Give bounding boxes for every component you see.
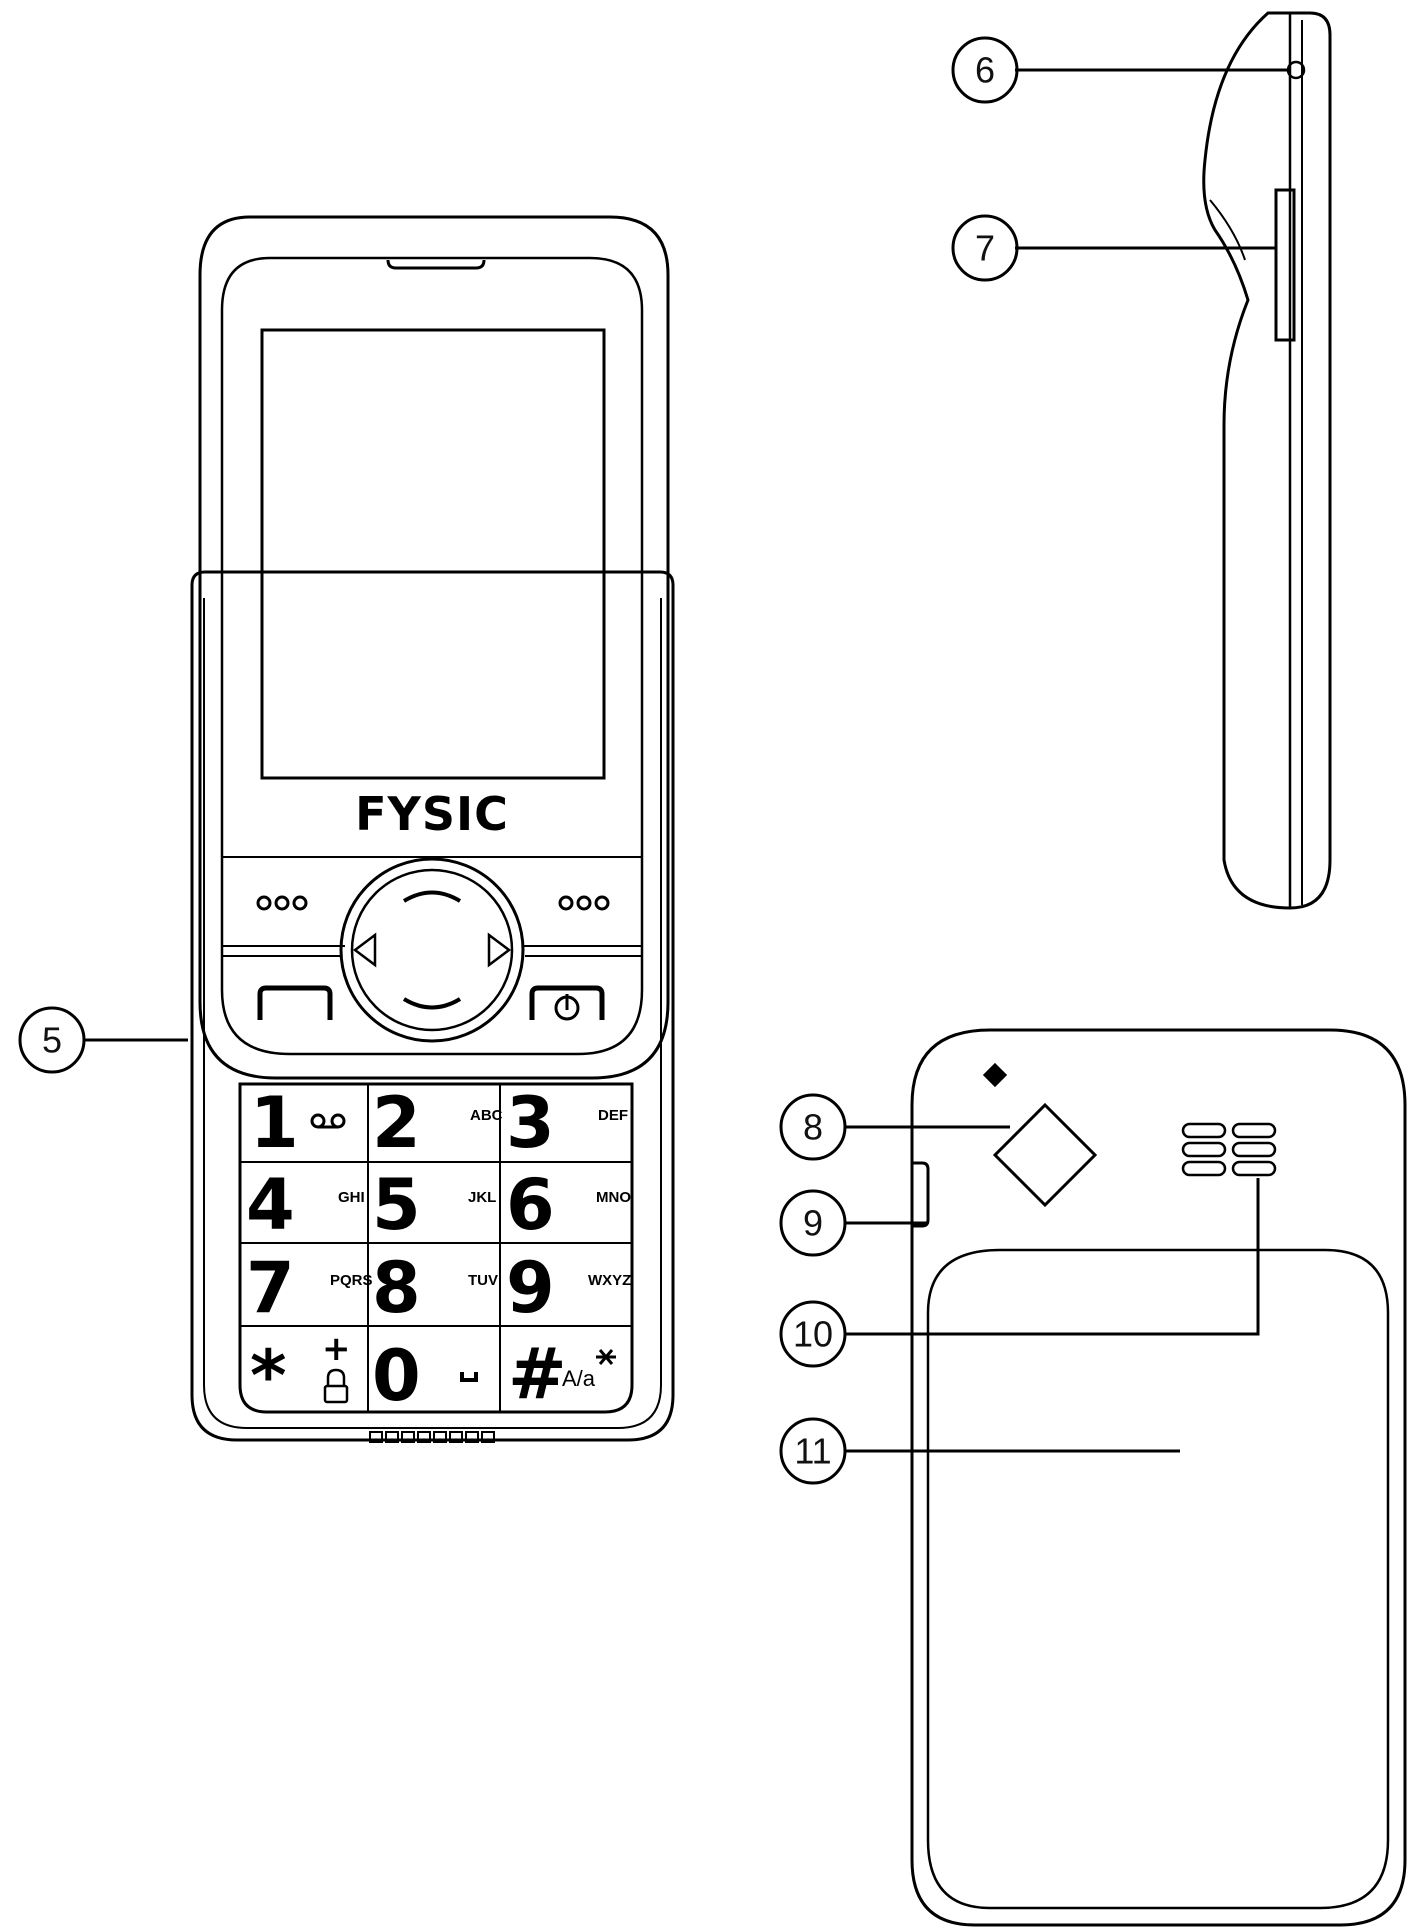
key-1-digit[interactable]: 1: [250, 1082, 299, 1164]
earpiece: [386, 259, 486, 270]
charging-port: [369, 1431, 495, 1443]
key-7-letters: PQRS: [330, 1272, 373, 1289]
callout-circles: [18, 36, 1019, 1485]
side-profile-outline: [1202, 11, 1332, 910]
key-8-letters: TUV: [468, 1272, 498, 1289]
callout-10: 10: [793, 1314, 833, 1355]
keylock-icon: [323, 1368, 349, 1404]
callout-leaders: [84, 68, 1290, 1453]
key-9-digit[interactable]: 9: [506, 1247, 555, 1329]
key-5-letters: JKL: [468, 1189, 496, 1206]
camera-lens: [992, 1102, 1098, 1208]
callout-9: 9: [803, 1203, 823, 1244]
keypad-labels: 1 2 ABC 3 DEF 4 GHI 5 JKL 6 MNO 7 PQRS 8…: [246, 1082, 631, 1417]
loudspeaker-grille: [1181, 1122, 1277, 1177]
right-softkey-dots[interactable]: [558, 895, 610, 911]
phone-front-view: [190, 215, 675, 1443]
screen: [260, 328, 606, 780]
camera-flash: [982, 1062, 1008, 1088]
key-4-letters: GHI: [338, 1189, 365, 1206]
callout-8: 8: [803, 1107, 823, 1148]
key-hash-digit[interactable]: #: [508, 1333, 567, 1415]
key-0-digit[interactable]: 0: [372, 1335, 421, 1417]
end-power-key-icon[interactable]: [529, 985, 605, 1021]
key-6-letters: MNO: [596, 1189, 631, 1206]
callout-6: 6: [975, 50, 995, 91]
battery-cover: [926, 1248, 1390, 1910]
key-5-digit[interactable]: 5: [372, 1164, 421, 1246]
space-icon: [460, 1372, 478, 1382]
key-2-digit[interactable]: 2: [372, 1082, 421, 1164]
silent-mode-icon: [596, 1349, 616, 1365]
key-3-digit[interactable]: 3: [506, 1082, 555, 1164]
key-8-digit[interactable]: 8: [372, 1247, 421, 1329]
lanyard-hook: [912, 1161, 930, 1228]
key-4-digit[interactable]: 4: [246, 1164, 295, 1246]
volume-side-key[interactable]: [1274, 188, 1296, 342]
key-star-plus: +: [322, 1329, 351, 1369]
phone-side-view: [1202, 11, 1332, 910]
left-softkey-dots[interactable]: [256, 895, 308, 911]
callout-5: 5: [42, 1020, 62, 1061]
key-3-letters: DEF: [598, 1107, 628, 1124]
call-key-icon[interactable]: [257, 985, 333, 1020]
key-hash-case-label: A/a: [562, 1366, 596, 1391]
keypad: [238, 1082, 634, 1414]
upper-slide: [198, 215, 670, 1080]
phone-back-view: [910, 1028, 1407, 1927]
callout-7: 7: [975, 228, 995, 269]
callout-11: 11: [794, 1431, 831, 1472]
nav-right-arrow-icon: [487, 932, 512, 968]
nav-left-arrow-icon: [352, 932, 377, 968]
navigation-pad[interactable]: [339, 857, 525, 1043]
slider-body: [190, 570, 675, 1442]
key-7-digit[interactable]: 7: [246, 1247, 295, 1329]
back-cover-outline: [910, 1028, 1407, 1927]
nav-down-arc: [402, 997, 462, 1010]
key-2-letters: ABC: [470, 1107, 503, 1124]
key-9-letters: WXYZ: [588, 1272, 631, 1289]
brand-logo: FYSIC: [355, 787, 509, 841]
key-star-digit[interactable]: *: [250, 1335, 287, 1417]
key-6-digit[interactable]: 6: [506, 1164, 555, 1246]
callout-labels: 5 6 7 8 9 10 11: [42, 50, 995, 1472]
nav-up-arc: [402, 890, 462, 903]
voicemail-icon: [310, 1113, 346, 1129]
